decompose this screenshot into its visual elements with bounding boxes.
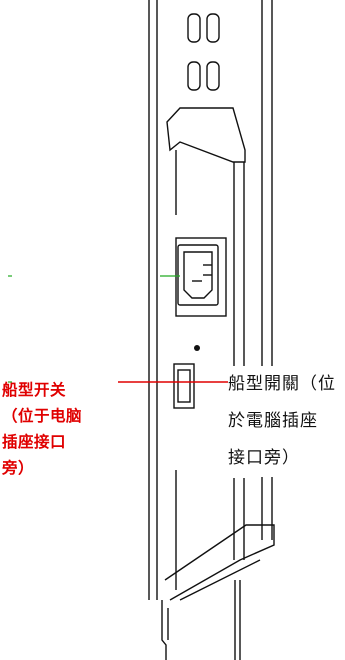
- upper-bracket: [166, 107, 246, 163]
- label-line: 船型开关: [2, 381, 67, 399]
- indicator-dot: [194, 345, 200, 351]
- iec-inlet-inner: [183, 251, 213, 299]
- label-line: （位于电脑: [2, 407, 83, 425]
- vent-slot: [187, 13, 201, 43]
- bottom-foot: [161, 600, 167, 660]
- label-line: 船型開關（位: [228, 374, 336, 394]
- label-line: 接口旁）: [228, 448, 300, 468]
- vent-slot: [206, 61, 220, 91]
- boat-switch-rocker: [177, 369, 191, 403]
- lower-bracket: [164, 524, 275, 601]
- iec-inlet-outer: [177, 244, 219, 306]
- label-line: 旁）: [2, 459, 35, 477]
- label-line: 於電腦插座: [228, 411, 318, 431]
- label-line: 插座接口: [2, 433, 67, 451]
- boat-switch-housing: [173, 363, 195, 409]
- vent-slot: [206, 13, 220, 43]
- annotation-simplified-chinese: 船型开关 （位于电脑 插座接口 旁）: [2, 377, 130, 481]
- annotation-traditional-chinese: 船型開關（位 於電腦插座 接口旁）: [228, 366, 344, 477]
- vent-slot: [187, 61, 201, 91]
- lower-bracket-edge: [179, 559, 261, 601]
- connector-plate: [175, 237, 227, 317]
